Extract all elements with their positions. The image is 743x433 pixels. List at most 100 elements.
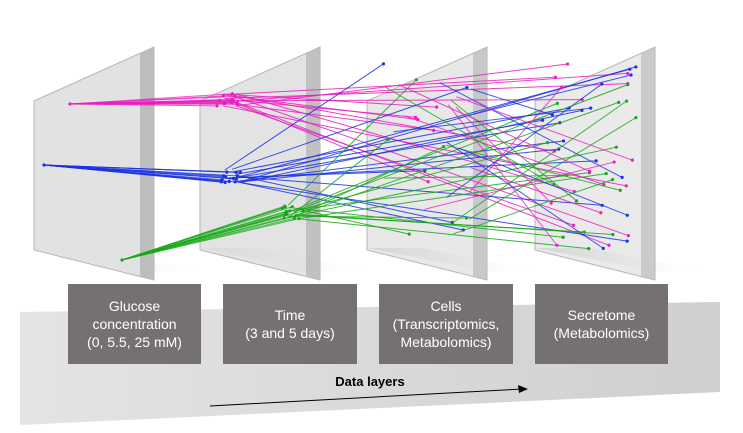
connection-line [470,167,602,214]
connection-node [634,116,638,120]
connection-node [620,175,624,180]
connection-line [69,93,233,105]
connection-node [549,201,553,205]
connection-node [618,188,622,192]
connection-node [589,106,593,110]
connection-line [470,88,553,116]
connection-line [236,72,628,102]
connection-line [237,119,543,175]
connection-node [215,104,219,108]
connection-node [600,82,604,86]
connection-line [236,99,416,118]
connection-node [555,243,559,247]
layer-label-time: Time (3 and 5 days) [223,284,357,364]
connection-node [625,213,629,217]
connection-node [381,62,386,66]
layer-label-glucose: Glucose concentration (0, 5.5, 25 mM) [68,284,201,364]
connection-node [225,170,229,174]
connection-node [624,99,629,103]
connection-line [457,74,632,119]
connection-line [457,147,628,216]
connection-node [283,204,287,208]
connection-node [612,160,616,164]
connection-node [552,182,556,187]
connection-node [626,83,630,87]
connection-node [574,199,579,203]
connection-line [398,84,590,172]
connection-node [610,178,615,182]
connection-line [229,94,629,237]
connection-node [561,139,566,143]
connection-node [545,141,550,145]
connection-node [629,73,633,77]
connection-line [224,63,384,171]
connection-line [237,68,630,178]
layer-label-line: Secretome [567,307,636,323]
layer-label-line: Cells [430,298,462,314]
connection-line [469,86,563,193]
layer-label-line: (Metabolomics) [553,325,650,341]
connection-line [232,107,570,173]
connection-line [225,160,597,179]
layer-label-line: Metabolomics) [400,334,492,350]
connection-node [550,113,554,117]
connection-node [571,223,576,227]
connection-node [617,100,621,104]
connection-node [120,258,124,262]
connection-node [560,85,564,89]
layer-label-cells: Cells (Transcriptomics, Metabolomics) [379,284,513,364]
connection-line [384,86,555,186]
connection-node [607,243,611,247]
connection-node [223,180,227,185]
connection-node [587,247,591,251]
connection-line [445,144,621,191]
connection-line [121,205,285,261]
connection-node [594,159,598,163]
connection-node [634,65,638,69]
connection-line [69,100,232,105]
connection-node [624,184,628,188]
axis-label: Data layers [335,374,405,389]
connection-line [231,87,468,170]
connection-node [625,239,629,243]
layer-label-line: Time [274,307,306,323]
connection-node [626,234,631,238]
connection-lines-front [222,62,638,251]
connection-node [386,137,390,142]
connection-line [301,209,410,235]
connection-line [384,174,567,179]
connection-line [446,141,604,249]
layer-label-line: concentration [92,316,177,332]
connection-node [565,62,570,66]
connection-node [220,178,224,182]
connection-node [297,217,301,221]
layer-label-line: (Transcriptomics, [392,316,500,332]
connection-line [121,218,299,261]
connection-node [465,85,469,90]
connection-node [426,180,430,184]
connection-line [456,96,633,161]
connection-line [239,176,603,206]
connection-line [451,100,577,202]
connection-node [42,163,46,167]
connection-line [298,218,589,250]
layer-label-line: Glucose [108,298,161,314]
connection-node [604,171,608,176]
connection-line [293,146,444,218]
connection-node [614,145,618,149]
connection-line [448,100,627,226]
connection-node [601,246,605,250]
connection-node [630,158,634,162]
connection-line [236,93,575,193]
connection-node [414,78,418,82]
connection-node [555,101,559,105]
connection-line [287,139,389,219]
connection-node [628,67,632,71]
connection-node [464,216,469,220]
connection-line [393,107,591,133]
connection-node [611,232,615,237]
connection-line [235,63,568,107]
connection-line [121,213,288,261]
layer-label-secretome: Secretome (Metabolomics) [535,284,668,364]
